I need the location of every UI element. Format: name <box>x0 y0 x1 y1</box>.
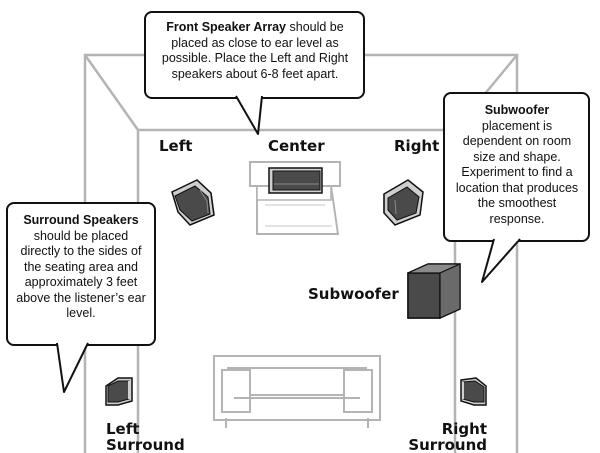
right-front-speaker <box>383 179 424 226</box>
front-array-callout-bubble <box>144 11 365 135</box>
left-surround-speaker <box>105 377 133 406</box>
subwoofer-callout-title: Subwoofer <box>484 103 550 117</box>
right-speaker-label: Right <box>394 137 440 155</box>
left-front-speaker <box>171 179 215 226</box>
subwoofer-label: Subwoofer <box>308 285 399 303</box>
right-surround-label-line1: Right <box>441 420 487 438</box>
right-surround-label-line2: Surround <box>408 436 487 453</box>
sofa <box>213 355 381 428</box>
subwoofer-callout-bubble <box>443 92 590 283</box>
front-array-callout-body: should be placed as close to ear level a… <box>161 20 349 81</box>
center-speaker-label: Center <box>268 137 325 155</box>
surround-callout-bubble <box>6 202 156 393</box>
room-corner-left <box>83 54 140 131</box>
left-surround-label-line2: Surround <box>106 436 185 453</box>
left-surround-label-line1: Left <box>106 420 140 438</box>
front-array-callout-text: Front Speaker Array should be placed as … <box>155 20 355 82</box>
right-surround-speaker <box>460 377 487 406</box>
left-speaker-label: Left <box>159 137 193 155</box>
left-surround-label: Left Surround <box>106 421 185 453</box>
surround-callout-text: Surround Speakers should be placed direc… <box>14 213 148 322</box>
right-surround-label: Right Surround <box>405 421 487 453</box>
surround-callout-body: should be placed directly to the sides o… <box>16 228 146 321</box>
front-array-callout-title: Front Speaker Array <box>166 20 287 34</box>
subwoofer-callout-text: Subwoofer placement is dependent on room… <box>452 103 582 227</box>
subwoofer-box <box>407 263 461 319</box>
subwoofer-callout-body: placement is dependent on room size and … <box>455 118 579 226</box>
center-speaker <box>268 167 323 194</box>
surround-callout-title: Surround Speakers <box>23 213 139 227</box>
